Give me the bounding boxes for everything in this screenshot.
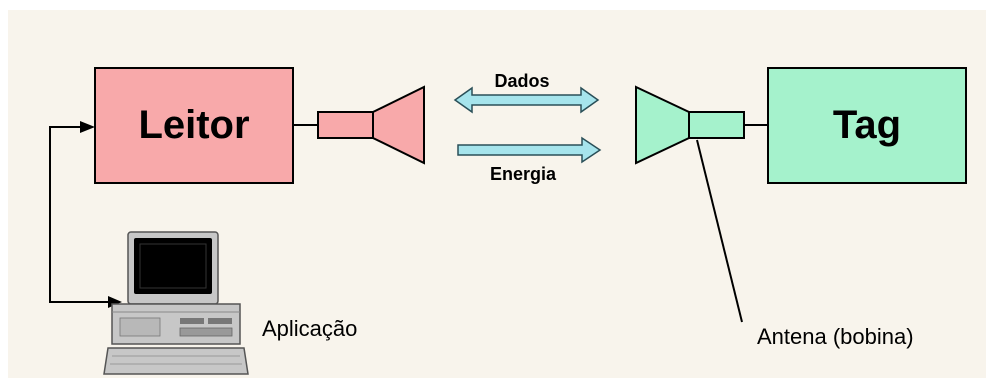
reader-antenna-neck	[317, 111, 374, 139]
computer-icon	[103, 231, 249, 375]
reader-antenna-horn	[372, 85, 425, 165]
reader-label: Leitor	[138, 103, 249, 147]
tag-antenna-neck	[688, 111, 745, 139]
antenna-label: Antena (bobina)	[757, 324, 914, 349]
application-label: Aplicação	[262, 316, 357, 341]
reader-input-arrowhead	[80, 121, 95, 133]
energy-arrow	[457, 136, 602, 164]
tag-box	[767, 67, 967, 184]
reader-box	[94, 67, 294, 184]
antenna-pointer-line	[696, 139, 743, 323]
data-arrow	[453, 86, 600, 114]
energy-label: Energia	[490, 164, 557, 184]
computer-to-reader-line	[49, 126, 115, 303]
data-label: Dados	[494, 71, 549, 91]
tag-label: Tag	[833, 103, 901, 147]
